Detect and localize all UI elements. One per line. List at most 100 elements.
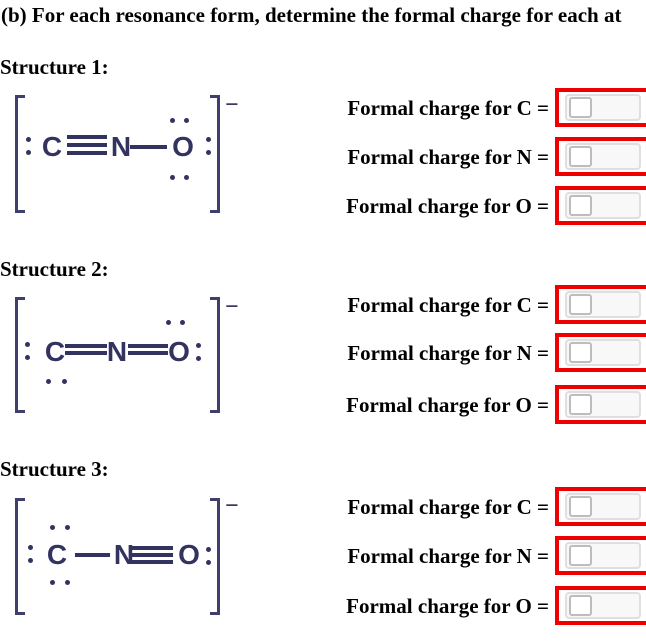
- triple-bond-line: [132, 560, 173, 564]
- triple-bond-line: [67, 143, 107, 147]
- answer-box: [555, 186, 646, 225]
- answer-box: [555, 536, 646, 575]
- double-bond-line: [128, 344, 168, 348]
- answer-box: [555, 385, 646, 424]
- triple-bond-line: [132, 546, 173, 550]
- answer-field[interactable]: [565, 143, 641, 170]
- answer-input[interactable]: [569, 394, 592, 415]
- lone-pair-dot: [184, 175, 189, 180]
- formal-charge-row-s3-c: Formal charge for C =: [330, 487, 646, 527]
- answer-field[interactable]: [565, 94, 641, 121]
- structure-1-label: Structure 1:: [0, 55, 109, 79]
- formal-charge-row-s2-n: Formal charge for N =: [330, 333, 646, 373]
- answer-input[interactable]: [569, 342, 592, 363]
- lone-pair-dot: [170, 118, 175, 123]
- atom-n: N: [106, 336, 128, 367]
- lone-pair-dot: [26, 137, 31, 142]
- answer-input[interactable]: [569, 595, 592, 616]
- atom-o: O: [172, 131, 194, 162]
- double-bond-line: [128, 351, 168, 355]
- lone-pair-dot: [206, 547, 211, 552]
- atom-c: C: [41, 131, 63, 162]
- lone-pair-dot: [196, 343, 201, 348]
- formal-charge-label: Formal charge for N =: [347, 341, 549, 365]
- lone-pair-dot: [206, 150, 211, 155]
- question-text: (b) For each resonance form, determine t…: [1, 3, 622, 27]
- atom-n: N: [113, 539, 135, 570]
- single-bond-line: [75, 553, 110, 557]
- formal-charge-row-s1-o: Formal charge for O =: [330, 186, 646, 226]
- lone-pair-dot: [25, 342, 30, 347]
- answer-input[interactable]: [569, 195, 592, 216]
- formal-charge-row-s3-n: Formal charge for N =: [330, 536, 646, 576]
- answer-input[interactable]: [569, 545, 592, 566]
- formal-charge-label: Formal charge for C =: [347, 293, 549, 317]
- atom-o: O: [168, 336, 190, 367]
- atom-o: O: [178, 539, 200, 570]
- right-bracket: [210, 297, 220, 413]
- left-bracket: [15, 297, 25, 413]
- double-bond-line: [65, 351, 107, 355]
- lone-pair-dot: [206, 137, 211, 142]
- formal-charge-label: Formal charge for O =: [346, 594, 549, 618]
- atom-n: N: [110, 131, 132, 162]
- formal-charge-label: Formal charge for C =: [347, 96, 549, 120]
- lone-pair-dot: [50, 525, 55, 530]
- answer-field[interactable]: [565, 192, 641, 219]
- lone-pair-dot: [184, 118, 189, 123]
- atom-c: C: [46, 539, 68, 570]
- lone-pair-dot: [196, 356, 201, 361]
- answer-field[interactable]: [565, 339, 641, 366]
- lewis-structure-1: − C N O: [12, 90, 262, 220]
- structure-2-label: Structure 2:: [0, 257, 109, 281]
- lone-pair-dot: [28, 545, 33, 550]
- formal-charge-label: Formal charge for N =: [347, 145, 549, 169]
- answer-box: [555, 88, 646, 127]
- formal-charge-label: Formal charge for O =: [346, 194, 549, 218]
- left-bracket: [15, 498, 25, 615]
- answer-input[interactable]: [569, 146, 592, 167]
- lone-pair-dot: [28, 558, 33, 563]
- answer-field[interactable]: [565, 542, 641, 569]
- single-bond-line: [130, 145, 167, 149]
- answer-input[interactable]: [569, 97, 592, 118]
- answer-box: [555, 586, 646, 625]
- triple-bond-line: [67, 135, 107, 139]
- negative-charge: −: [225, 493, 239, 519]
- lone-pair-dot: [65, 525, 70, 530]
- lone-pair-dot: [180, 320, 185, 325]
- negative-charge: −: [225, 92, 239, 118]
- answer-input[interactable]: [569, 294, 592, 315]
- lone-pair-dot: [50, 580, 55, 585]
- formal-charge-row-s1-n: Formal charge for N =: [330, 137, 646, 177]
- lone-pair-dot: [62, 379, 67, 384]
- lone-pair-dot: [26, 150, 31, 155]
- lone-pair-dot: [65, 580, 70, 585]
- right-bracket: [210, 498, 220, 615]
- answer-field[interactable]: [565, 291, 641, 318]
- answer-field[interactable]: [565, 493, 641, 520]
- answer-input[interactable]: [569, 496, 592, 517]
- lewis-structure-2: − C N O: [12, 295, 262, 425]
- negative-charge: −: [225, 294, 239, 320]
- double-bond-line: [65, 344, 107, 348]
- left-bracket: [15, 95, 25, 213]
- answer-field[interactable]: [565, 391, 641, 418]
- structure-3-label: Structure 3:: [0, 457, 109, 481]
- atom-c: C: [44, 336, 66, 367]
- lone-pair-dot: [25, 355, 30, 360]
- answer-box: [555, 487, 646, 526]
- formal-charge-row-s3-o: Formal charge for O =: [330, 586, 646, 626]
- answer-box: [555, 333, 646, 372]
- answer-field[interactable]: [565, 592, 641, 619]
- answer-box: [555, 137, 646, 176]
- formal-charge-row-s2-o: Formal charge for O =: [330, 385, 646, 425]
- formal-charge-row-s1-c: Formal charge for C =: [330, 88, 646, 128]
- formal-charge-label: Formal charge for O =: [346, 393, 549, 417]
- lewis-structure-3: − C N O: [12, 493, 262, 627]
- lone-pair-dot: [206, 560, 211, 565]
- right-bracket: [210, 95, 220, 213]
- lone-pair-dot: [170, 175, 175, 180]
- formal-charge-row-s2-c: Formal charge for C =: [330, 285, 646, 325]
- answer-box: [555, 285, 646, 324]
